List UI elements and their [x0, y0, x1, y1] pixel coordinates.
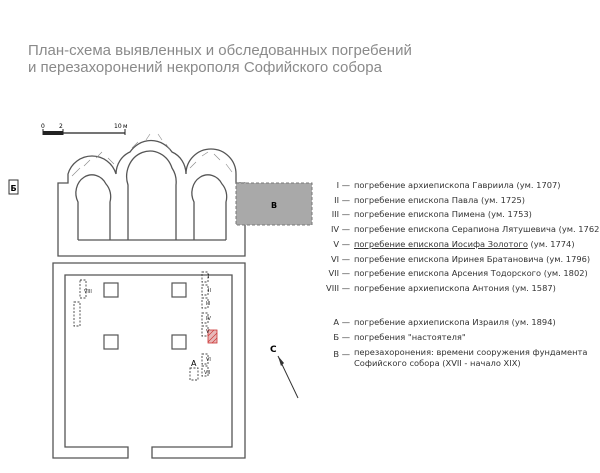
- legend-item-v-letter: В —перезахоронения: времени сооружения ф…: [333, 347, 588, 369]
- legend-item-v-text: погребение епископа Иосифа Золотого: [354, 238, 528, 249]
- legend-item-vii: VII —погребение епископа Арсения Тодорск…: [328, 268, 588, 279]
- plan-label-viii: VIII: [84, 289, 92, 295]
- scale-label-0: 0: [41, 123, 45, 130]
- legend-item-viii: VIII —погребение архиепископа Антония (у…: [326, 282, 556, 293]
- plan-label-a: А: [191, 359, 197, 368]
- diagram-title: План-схема выявленных и обследованных по…: [28, 42, 548, 76]
- highlight-burial: [207, 329, 218, 344]
- annex-b-label: В: [271, 201, 277, 210]
- nave-walls: [52, 262, 246, 459]
- plan-label-vi: VI: [206, 357, 211, 363]
- plan-label-ii: II: [208, 288, 211, 294]
- plan-label-vii: VII: [204, 370, 210, 376]
- legend-item-iii: III —погребение епископа Пимена (ум. 175…: [331, 209, 532, 220]
- side-mark: Б: [8, 179, 19, 195]
- plan-label-v: V: [206, 329, 210, 335]
- title-line-2: и перезахоронений некрополя Софийского с…: [28, 59, 382, 76]
- apse-block: [57, 139, 246, 257]
- plan-roman-labels: VIII I II III IV V VI VII: [84, 274, 211, 376]
- legend-item-b: Б —погребения "настоятеля": [333, 331, 466, 342]
- plan-label-iii: III: [206, 301, 210, 307]
- plan-label-iv: IV: [206, 316, 211, 322]
- burial-marks: [73, 271, 209, 381]
- compass-arrow: С: [270, 345, 299, 399]
- annex-b: В: [235, 182, 313, 226]
- legend-item-v-date: (ум. 1774): [527, 238, 575, 249]
- scale-label-unit: м: [123, 123, 128, 130]
- legend-item-iv: IV —погребение епископа Серапиона Лятуше…: [330, 224, 600, 235]
- plan-label-i: I: [208, 274, 209, 280]
- scale-bar: 0 2 10 м: [41, 123, 128, 135]
- compass-label: С: [270, 345, 277, 355]
- legend-item-a: А —погребение архиепископа Израиля (ум. …: [333, 317, 556, 327]
- legend-item-i: I —погребение архиепископа Гавриила (ум.…: [336, 180, 561, 190]
- legend-numbered: I —погребение архиепископа Гавриила (ум.…: [290, 178, 600, 296]
- pillars: [103, 282, 187, 350]
- legend-item-v: V —погребение епископа Иосифа Золотого (…: [333, 238, 575, 249]
- legend-letters: А —погребение архиепископа Израиля (ум. …: [290, 315, 590, 369]
- apse-hatching: [71, 133, 233, 177]
- highlight-hatching: [207, 329, 218, 344]
- legend-item-vi: VI —погребение епископа Иринея Братанови…: [330, 253, 591, 264]
- title-line-1: План-схема выявленных и обследованных по…: [28, 42, 412, 59]
- legend-item-ii: II —погребение епископа Павла (ум. 1725): [334, 194, 525, 205]
- side-mark-label: Б: [11, 184, 17, 193]
- scale-label-2: 2: [59, 123, 63, 130]
- scale-label-10: 10: [114, 123, 122, 130]
